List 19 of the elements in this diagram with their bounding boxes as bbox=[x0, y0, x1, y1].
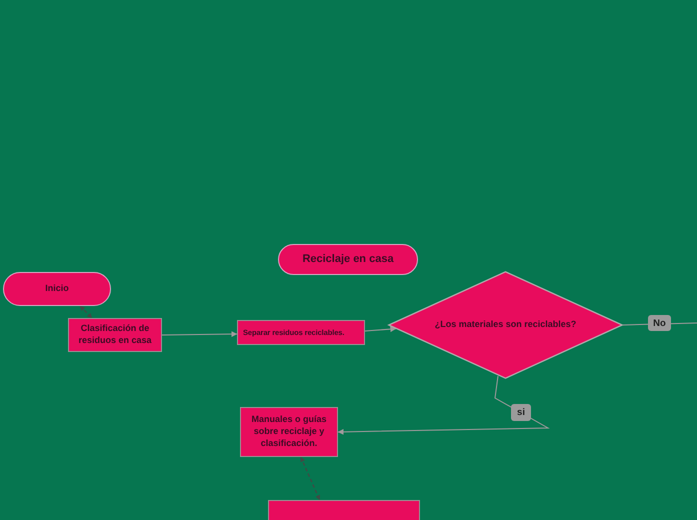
process-box bbox=[268, 500, 420, 520]
dashed-arrow bbox=[80, 306, 92, 318]
node-text: Reciclaje en casa bbox=[302, 252, 394, 267]
node-text: Manuales o guías sobre reciclaje y clasificación. bbox=[250, 414, 328, 450]
process-box bbox=[237, 320, 365, 345]
process-box bbox=[68, 318, 162, 352]
edge-label: No bbox=[648, 315, 671, 331]
node-text: ¿Los materiales son reciclables? bbox=[434, 319, 576, 331]
decision-diamond bbox=[388, 271, 623, 379]
node-text: Inicio bbox=[45, 283, 69, 295]
arrow bbox=[338, 376, 550, 435]
process-box bbox=[240, 407, 338, 457]
dashed-arrow bbox=[300, 456, 320, 500]
edge-label: si bbox=[511, 404, 531, 421]
terminal-pill bbox=[278, 244, 418, 275]
arrow bbox=[162, 331, 238, 338]
node-text: Clasificación de residuos en casa bbox=[77, 323, 153, 347]
arrow bbox=[364, 326, 396, 332]
terminal-pill bbox=[3, 272, 111, 306]
